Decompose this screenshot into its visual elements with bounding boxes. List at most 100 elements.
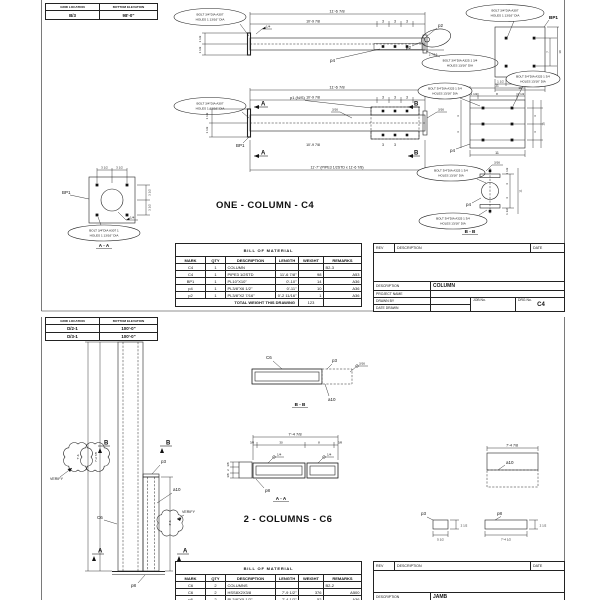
bom-cell: 0'-11" <box>276 285 299 292</box>
dim-sub: 10'-9 7/8 <box>306 96 320 100</box>
bolt-callout-a307: BOLT 3/4"DIA A307 <box>197 102 224 106</box>
bom-cell: A36 <box>324 285 362 292</box>
section-bb: 3/16 BOLT 3/4"DIA A325 1 3/4 HOLES 13/16… <box>416 161 523 235</box>
bottom-elev-header: BOTTOM ELEVATION <box>100 4 158 11</box>
bolt-callout-a307: BOLT 3/4"DIA A307 <box>492 9 519 13</box>
bom-cell: p4 <box>176 285 206 292</box>
dim-verify: 3'-6 <box>168 520 172 525</box>
bom-cell: A36 <box>324 278 362 285</box>
dim-total: 11'-6 7/8 <box>329 9 345 14</box>
rev-header: REV <box>374 244 395 253</box>
bom-cell: C4 <box>176 271 206 278</box>
dim: 8 <box>318 441 320 445</box>
dim-11: 11 <box>495 84 499 88</box>
section-marker-a: A <box>98 549 103 555</box>
verify-note: VERIFY <box>182 510 196 514</box>
bom-cell: A36 <box>324 596 362 600</box>
bottom-elev-header: BOTTOM ELEVATION <box>100 318 158 325</box>
piece-details: 7'-4 7/8 a10 p3 2 1/2 5 1/2 p8 2 1/2 7'-… <box>421 444 547 542</box>
bom-cell <box>299 264 324 271</box>
section-title: B - B <box>465 229 476 234</box>
dim-verify: 7'-6 <box>76 454 80 459</box>
bom-cell: p8 <box>176 596 206 600</box>
bom-cell: 11'-6 7/8" <box>276 271 299 278</box>
dim: 3/8 <box>226 462 230 467</box>
section-marker-a: A <box>183 549 188 555</box>
job-no-label: JOB No. <box>473 298 486 302</box>
dim-4: 4 <box>505 183 509 185</box>
bom-cell: 1 <box>206 278 226 285</box>
col-header: REMARKS <box>324 575 362 582</box>
description-header: DESCRIPTION <box>395 562 531 571</box>
bom-cell: B2-2 <box>324 582 362 589</box>
bottom-elev-value: 100'-0" <box>100 333 158 341</box>
dim-edge: 1 1/2 <box>205 112 209 119</box>
section-title: A - A <box>276 496 287 501</box>
bom-cell: A36 <box>324 292 362 299</box>
mark-p1-ns: p1 (N/S) <box>290 95 306 100</box>
bottom-elev-value: 100'-0" <box>100 325 158 333</box>
bom-cell: 1 <box>206 285 226 292</box>
dim-3: 3 <box>456 115 460 117</box>
bom-cell: 98 <box>299 271 324 278</box>
bom-cell: 1 <box>206 271 226 278</box>
bom-cell: 10 <box>299 285 324 292</box>
title-block-1: REV DESCRIPTION DATE DESCRIPTION COLUMN … <box>373 243 565 312</box>
drawing-title-2: 2 - COLUMNS - C6 <box>244 514 333 525</box>
dim: 3 1/2 <box>116 166 123 170</box>
section-marker-b: B <box>414 151 419 157</box>
dim-15: 15 <box>542 122 546 126</box>
date-header: DATE <box>531 244 565 253</box>
bom-cell: PL3/8"X6 1/2" <box>226 285 276 292</box>
grid-loc-value: B/3 <box>46 11 100 20</box>
weld-size: 1/4 <box>130 216 135 220</box>
bom-cell: A500 <box>324 589 362 596</box>
bom-title: BILL OF MATERIAL <box>176 562 362 575</box>
grid-loc-value: D/3-1 <box>46 333 100 341</box>
bolt-callout-a307: BOLT 3/4"DIA A307 1 <box>89 229 119 233</box>
description-header: DESCRIPTION <box>395 244 531 253</box>
bolt-callout-a325: HOLES 13/16" DIA <box>440 222 465 226</box>
bolt-callout-a325: BOLT 3/4"DIA A325 1 3/4 <box>516 75 550 79</box>
bolt-callout-a325: BOLT 3/4"DIA A325 1 3/4 <box>428 87 462 91</box>
project-name-label: PROJECT NAME <box>374 291 431 298</box>
dim-3: 3 <box>394 20 396 24</box>
weld-size: 3/16 <box>438 108 444 112</box>
dim-3: 3 <box>382 96 384 100</box>
dim-edge: 1 1/2 <box>471 92 478 96</box>
bom-cell: B2-3 <box>324 264 362 271</box>
weld-size: 1/4 <box>266 25 271 29</box>
col-header: QTY <box>206 575 226 582</box>
mark-c6: C6 <box>97 515 103 520</box>
bottom-elev-value: 98'-0" <box>100 11 158 20</box>
date-drawn-value <box>431 305 471 312</box>
bom-cell: 2 <box>206 589 226 596</box>
project-name-value <box>431 291 565 298</box>
dim: 5 1/2 <box>437 538 444 542</box>
dim-7: 7 <box>546 51 550 53</box>
drg-no-value: C4 <box>537 302 545 308</box>
bolt-callout-a307: BOLT 3/4"DIA A307 <box>197 13 224 17</box>
revision-area <box>374 571 565 593</box>
col-header: DESCRIPTION <box>226 257 276 264</box>
bolt-callout-a307: HOLES 1 13/16" DIA <box>90 234 120 238</box>
col-header: DESCRIPTION <box>226 575 276 582</box>
dim: 30 <box>279 441 283 445</box>
grid-location-table-1: GRID LOCATION BOTTOM ELEVATION B/3 98'-0… <box>45 3 158 20</box>
bom-cell: 7'-4 1/2" <box>276 596 299 600</box>
rev-header: REV <box>374 562 395 571</box>
dim-total: 11'-6 7/8 <box>329 85 345 90</box>
mark-bp1: BP1 <box>549 15 558 20</box>
dim-overall: 11'-7" (PIPE3 1/2STD x 11'-6 7/8) <box>310 166 363 170</box>
bom-cell: A53 <box>324 271 362 278</box>
bolt-callout-a325: BOLT 3/4"DIA A325 1 3/4 <box>443 59 478 63</box>
bom-cell: 2 <box>206 596 226 600</box>
dim-11: 11 <box>519 189 523 192</box>
dim-3: 3 <box>533 115 537 117</box>
dim: 3/8 <box>226 473 230 478</box>
section-bb-2: C6 p3 a10 3/16 B - B <box>251 355 368 408</box>
dim-11: 11 <box>495 151 499 155</box>
drawn-by-label: DRAWN BY <box>374 298 431 305</box>
